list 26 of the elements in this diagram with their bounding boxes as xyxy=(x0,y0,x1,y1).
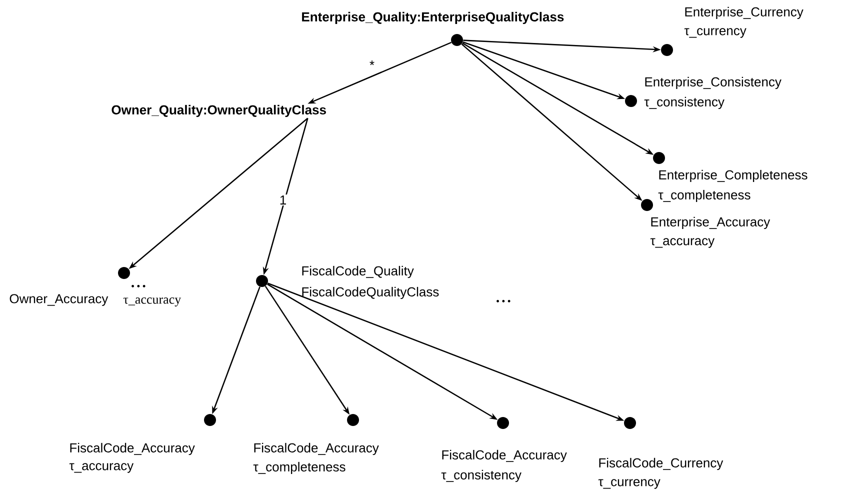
node-label: FiscalCode_Accuracy xyxy=(254,442,379,456)
edge-label: 1 xyxy=(278,194,288,206)
ellipsis-mark: • • • xyxy=(496,300,510,302)
ellipsis-mark: • • • xyxy=(132,284,146,288)
node-label: FiscalCode_Quality xyxy=(302,266,414,278)
node-label: τ_consistency xyxy=(644,96,724,110)
node-label: FiscalCode_Currency xyxy=(599,458,724,470)
node-label: τ_currency xyxy=(598,479,660,489)
node-label: Enterprise_Currency xyxy=(685,6,804,20)
node-label: FiscalCodeQualityClass xyxy=(302,286,439,300)
node-label: τ_accuracy xyxy=(650,238,715,248)
node-label: τ_accuracy xyxy=(124,298,182,306)
node-label: Owner_Accuracy xyxy=(10,294,108,306)
node-label: Enterprise_Accuracy xyxy=(651,216,770,230)
node-label: τ_completeness xyxy=(253,462,346,474)
edge-label: * xyxy=(368,60,376,70)
class-label: Owner_Quality:OwnerQualityClass xyxy=(112,104,326,118)
node-label: Enterprise_Completeness xyxy=(659,170,808,182)
node-label: Enterprise_Quality:EnterpriseQualityClass xyxy=(302,12,564,24)
node-label: τ_currency xyxy=(684,28,746,38)
node-label: Enterprise_Consistency xyxy=(645,76,782,90)
node-label: τ_completeness xyxy=(658,190,750,202)
node-label: FiscalCode_Accuracy xyxy=(70,442,195,456)
node-label: τ_accuracy xyxy=(69,463,134,473)
node-label: τ_consistency xyxy=(441,470,522,482)
node-label: FiscalCode_Accuracy xyxy=(442,450,567,462)
